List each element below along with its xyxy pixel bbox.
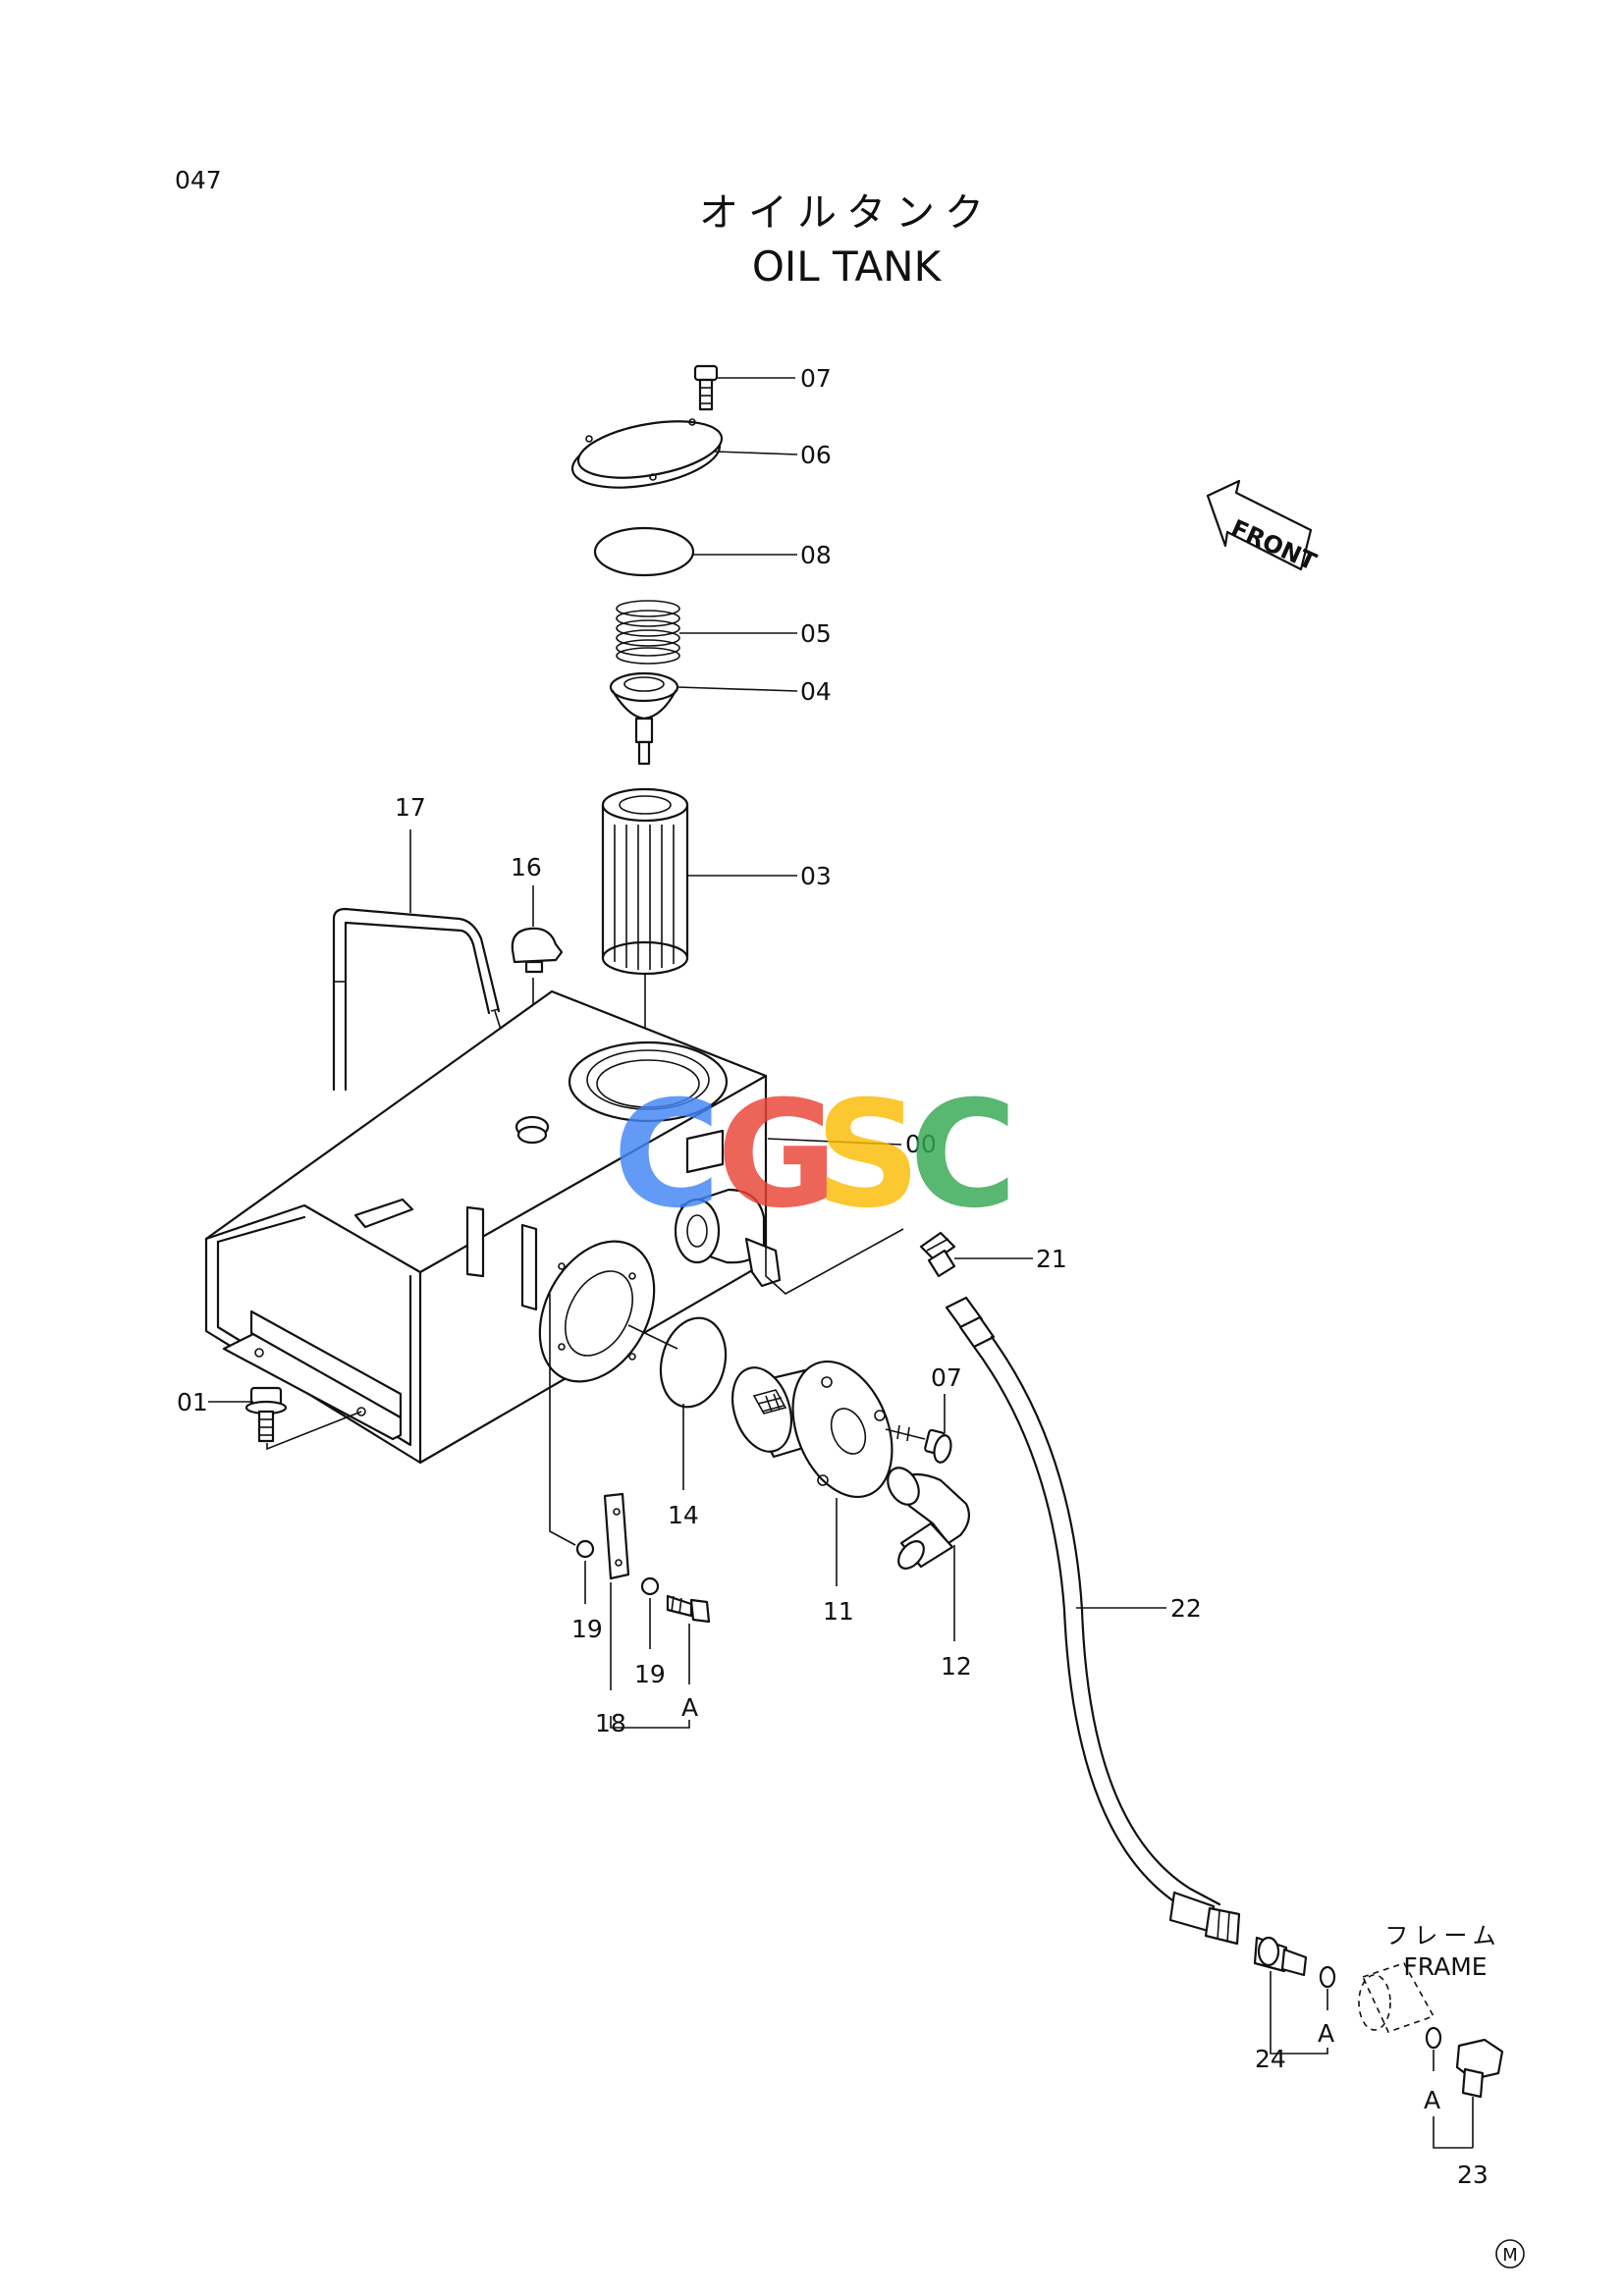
fitting-21 bbox=[919, 1231, 956, 1278]
filter-element-03 bbox=[601, 787, 689, 976]
label-11: 11 bbox=[823, 1597, 854, 1626]
label-22: 22 bbox=[1170, 1594, 1202, 1623]
cover-plate-06 bbox=[570, 418, 724, 489]
leader-19-from-tank bbox=[549, 1294, 576, 1546]
label-12: 12 bbox=[941, 1652, 972, 1681]
bracket-23-A bbox=[1433, 2116, 1473, 2149]
page-number: 047 bbox=[175, 166, 222, 194]
label-23: 23 bbox=[1457, 2161, 1489, 2189]
label-24: 24 bbox=[1255, 2045, 1286, 2073]
label-18: 18 bbox=[595, 1709, 626, 1737]
corner-mark-text: M bbox=[1502, 2245, 1518, 2266]
bolt-01 bbox=[244, 1386, 288, 1443]
title-japanese: オイルタンク bbox=[699, 190, 994, 236]
label-17: 17 bbox=[395, 793, 426, 822]
label-08: 08 bbox=[800, 541, 832, 569]
bolt-07-side bbox=[885, 1424, 952, 1464]
watermark-letter-4: C bbox=[909, 1070, 1017, 1241]
label-A-bolt: A bbox=[681, 1693, 698, 1722]
adapter-24 bbox=[1253, 1936, 1308, 1977]
frame-label-japanese: フレーム bbox=[1384, 1922, 1501, 1949]
strainer-11 bbox=[731, 1360, 893, 1499]
bolt-07-top bbox=[693, 364, 719, 411]
oil-tank-00 bbox=[204, 989, 782, 1465]
spring-05 bbox=[616, 600, 680, 665]
label-16: 16 bbox=[511, 853, 542, 881]
label-00: 00 bbox=[905, 1130, 937, 1158]
gasket-08 bbox=[593, 526, 695, 577]
frame-boss bbox=[1358, 1962, 1435, 2033]
label-A-fitting: A bbox=[1318, 2019, 1334, 2048]
valve-04 bbox=[609, 671, 679, 766]
watermark-letter-1: C bbox=[613, 1070, 721, 1241]
leader-14-flange bbox=[627, 1324, 678, 1350]
o-ring-A-plug bbox=[1425, 2026, 1442, 2050]
leader-06 bbox=[714, 451, 798, 455]
gasket-14 bbox=[659, 1316, 728, 1409]
leader-04 bbox=[677, 686, 798, 692]
label-07-top: 07 bbox=[800, 364, 832, 393]
bracket-18-A bbox=[610, 1716, 690, 1729]
label-A-plug: A bbox=[1424, 2086, 1440, 2114]
bracket-24-A bbox=[1270, 2026, 1328, 2055]
watermark-letter-2: G bbox=[717, 1070, 838, 1241]
label-05: 05 bbox=[800, 619, 832, 648]
label-06: 06 bbox=[800, 441, 832, 469]
bracket-18 bbox=[603, 1492, 630, 1580]
circled-m-mark-icon: M bbox=[1495, 2239, 1525, 2269]
label-19-right: 19 bbox=[634, 1660, 666, 1688]
leader-00 bbox=[767, 1138, 902, 1146]
washer-19-right bbox=[640, 1576, 660, 1596]
elbow-12 bbox=[887, 1467, 971, 1570]
label-14: 14 bbox=[668, 1501, 699, 1529]
label-04: 04 bbox=[800, 677, 832, 706]
label-19-left: 19 bbox=[571, 1615, 603, 1643]
leader-01-to-bracket bbox=[266, 1411, 362, 1451]
label-01: 01 bbox=[177, 1388, 208, 1416]
plug-23 bbox=[1455, 2038, 1504, 2099]
title-english: OIL TANK bbox=[752, 242, 943, 291]
watermark-logo: C G S C bbox=[613, 1070, 1017, 1241]
bolt-A bbox=[666, 1594, 711, 1624]
label-21: 21 bbox=[1036, 1245, 1067, 1273]
label-03: 03 bbox=[800, 862, 832, 890]
washer-19-left bbox=[575, 1539, 595, 1559]
breather-pipe-17 bbox=[332, 907, 501, 1092]
o-ring-A bbox=[1319, 1965, 1336, 1989]
leader-00-side bbox=[765, 1139, 904, 1295]
label-07-side: 07 bbox=[931, 1363, 962, 1392]
cap-16 bbox=[511, 927, 564, 974]
watermark-letter-3: S bbox=[815, 1070, 921, 1241]
hose-22 bbox=[945, 1296, 1241, 1946]
front-arrow-icon: FRONT bbox=[1206, 479, 1321, 576]
frame-label-english: FRAME bbox=[1403, 1952, 1487, 1981]
